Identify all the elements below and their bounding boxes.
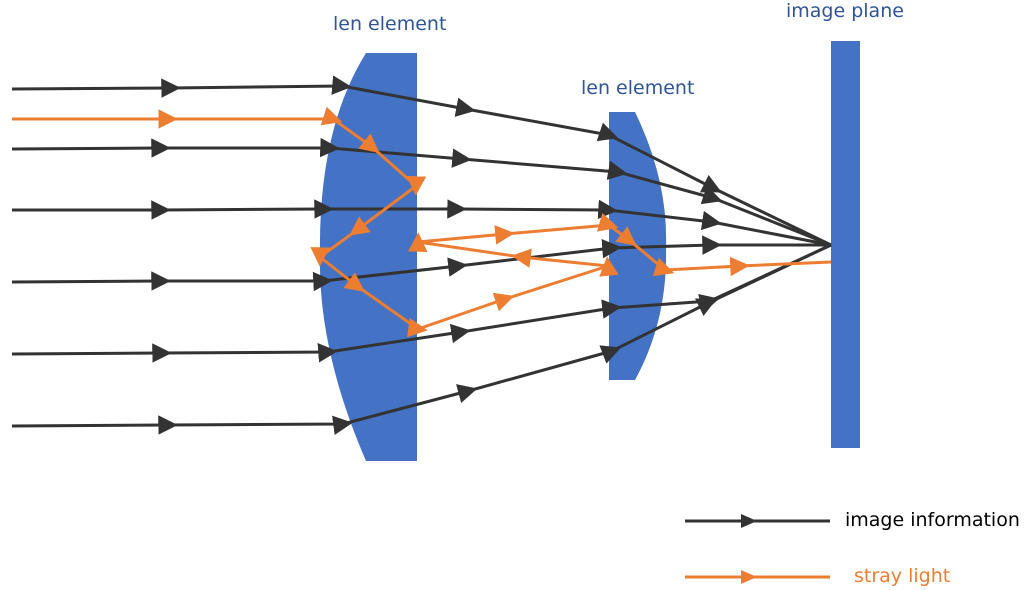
lens-1-label: len element (333, 13, 447, 35)
image-information-rays (11, 75, 832, 435)
image-ray-3 (12, 199, 832, 247)
image-ray-2 (11, 137, 832, 247)
legend-stray-light-label: stray light (854, 565, 951, 587)
legend-image-information-arrow (741, 514, 757, 528)
lens-2-label: len element (581, 77, 695, 99)
stray-light-ray (12, 106, 832, 338)
image-ray-6 (11, 243, 832, 435)
image-plane-label: image plane (786, 0, 904, 22)
lens-element-1 (319, 53, 417, 461)
image-ray-4 (11, 235, 831, 292)
legend-image-information-label: image information (845, 509, 1020, 531)
legend-stray-light-arrow (741, 570, 757, 584)
image-plane (831, 41, 860, 448)
image-ray-5 (11, 243, 832, 363)
